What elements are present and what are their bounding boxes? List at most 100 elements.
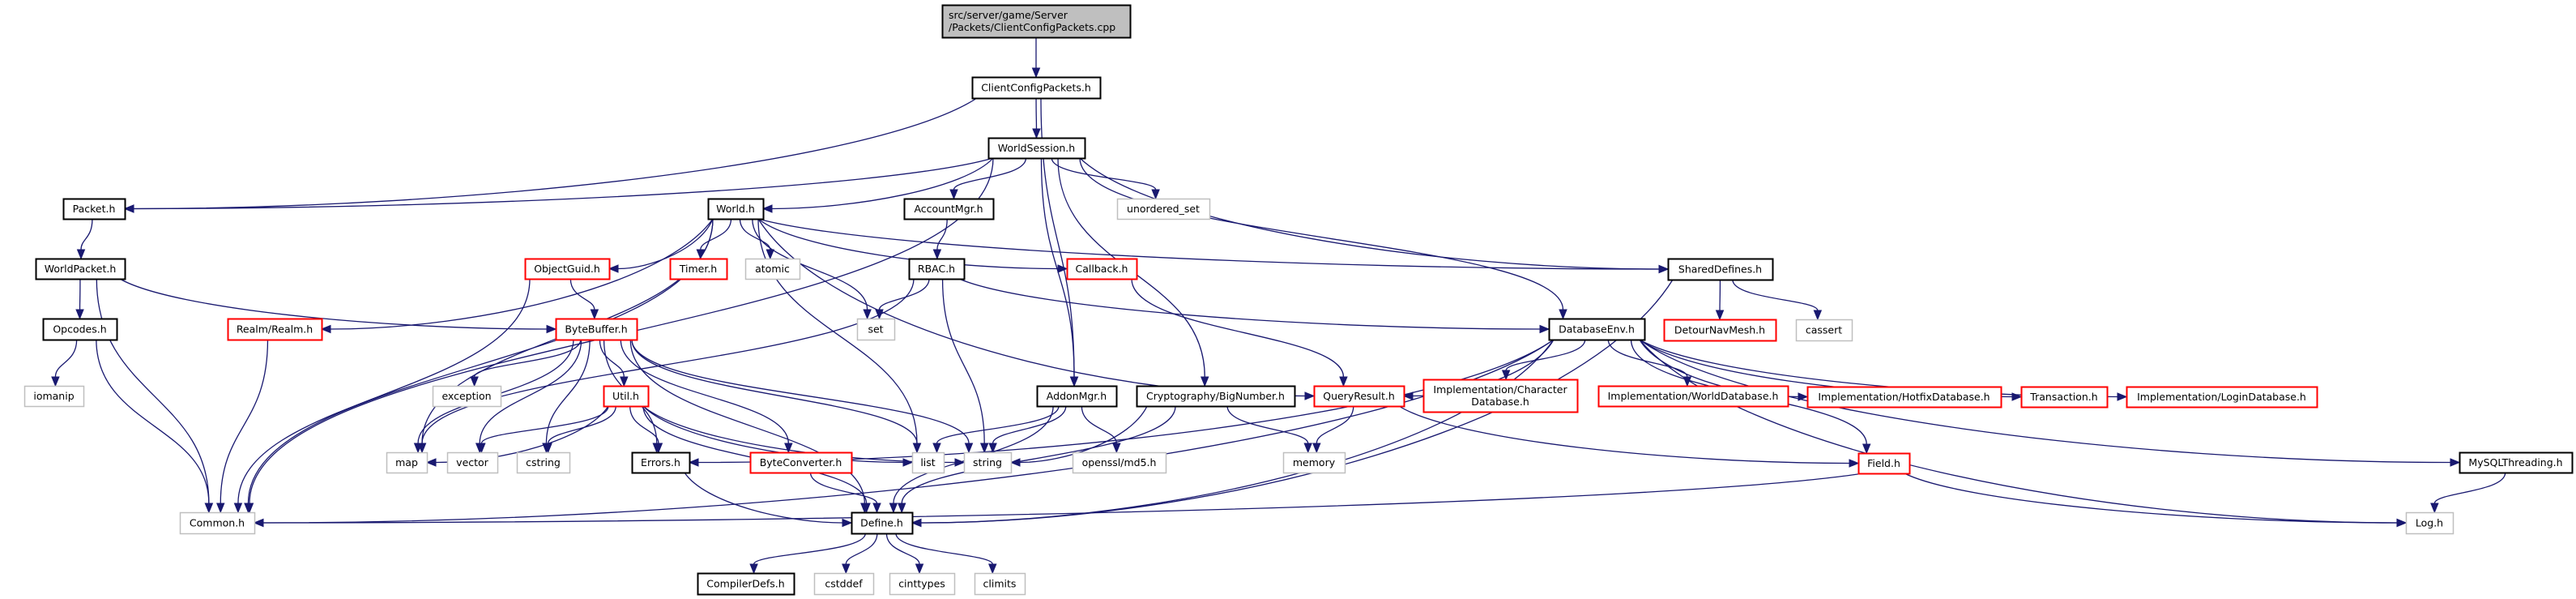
node-shareddefines[interactable]: SharedDefines.h	[1667, 258, 1774, 281]
node-vector: vector	[446, 451, 499, 474]
edge-worldpacket-to-bytebuffer	[119, 278, 557, 334]
node-box	[42, 318, 118, 341]
arrowhead-icon	[544, 443, 552, 454]
node-cstring: cstring	[516, 451, 571, 474]
node-box	[856, 318, 896, 341]
node-queryresult[interactable]: QueryResult.h	[1313, 385, 1405, 408]
arrowhead-icon	[842, 518, 853, 528]
edge-line	[620, 339, 789, 444]
node-box	[669, 258, 728, 280]
edge-byteconverter-to-define	[809, 472, 881, 514]
edge-root-to-ccp	[1031, 37, 1041, 79]
node-accountmgr[interactable]: AccountMgr.h	[903, 198, 995, 220]
node-bignumber[interactable]: Cryptography/BigNumber.h	[1136, 385, 1296, 408]
node-box	[2020, 386, 2109, 409]
edge-line	[936, 218, 948, 250]
node-errors[interactable]: Errors.h	[631, 451, 691, 474]
edge-addonmgr-to-list	[932, 405, 1060, 454]
node-climits: climits	[974, 572, 1026, 596]
node-addonmgr[interactable]: AddonMgr.h	[1036, 385, 1118, 408]
edge-bytebuffer-to-define	[629, 339, 869, 514]
arrowhead-icon	[915, 563, 924, 575]
node-packet[interactable]: Packet.h	[62, 198, 126, 220]
edge-bytebuffer-to-exception	[470, 339, 582, 387]
arrowhead-icon	[75, 309, 84, 320]
node-box	[749, 451, 853, 474]
node-label: WorldPacket.h	[45, 263, 117, 275]
node-label: Callback.h	[1076, 263, 1128, 275]
node-compilerdefs[interactable]: CompilerDefs.h	[697, 572, 795, 596]
edge-line	[895, 533, 993, 565]
arrowhead-icon	[1303, 443, 1312, 454]
edge-line	[753, 533, 866, 565]
edge-line	[421, 278, 915, 444]
node-box	[555, 318, 638, 341]
node-timer[interactable]: Timer.h	[669, 258, 728, 280]
node-list: list	[911, 451, 945, 474]
edge-line	[757, 218, 1306, 397]
arrowhead-icon	[964, 443, 974, 454]
node-box	[23, 385, 85, 408]
edge-world-to-timer	[696, 218, 732, 260]
edge-opcodes-to-iomanip	[51, 339, 78, 387]
node-label: climits	[983, 578, 1017, 590]
node-databaseenv[interactable]: DatabaseEnv.h	[1548, 318, 1646, 341]
node-root[interactable]: src/server/game/Server/Packets/ClientCon…	[941, 4, 1132, 39]
arrowhead-icon	[1559, 309, 1567, 320]
node-box	[974, 572, 1026, 596]
node-cstddef: cstddef	[813, 572, 875, 596]
node-byteconverter[interactable]: ByteConverter.h	[749, 451, 853, 474]
node-opcodes[interactable]: Opcodes.h	[42, 318, 118, 341]
edge-ccp-to-packet	[123, 97, 978, 213]
node-label: map	[395, 456, 418, 469]
node-util[interactable]: Util.h	[603, 385, 650, 408]
edge-errors-to-define	[684, 472, 853, 528]
edge-rbac-to-string	[941, 278, 989, 454]
node-ws[interactable]: WorldSession.h	[987, 137, 1086, 160]
edge-line	[1081, 405, 1117, 444]
node-hotfixdb[interactable]: Implementation/HotfixDatabase.h	[1806, 386, 2002, 409]
edge-line	[480, 405, 609, 444]
node-detour[interactable]: DetourNavMesh.h	[1663, 319, 1777, 342]
edge-line	[845, 533, 878, 565]
node-worldpacket[interactable]: WorldPacket.h	[35, 258, 126, 280]
edge-worldpacket-to-opcodes	[75, 278, 84, 320]
node-label: Define.h	[860, 517, 903, 529]
edge-line	[771, 157, 994, 210]
node-rbac[interactable]: RBAC.h	[908, 258, 966, 280]
arrowhead-icon	[949, 189, 958, 200]
node-bytebuffer[interactable]: ByteBuffer.h	[555, 318, 638, 341]
node-box	[2459, 451, 2574, 474]
arrowhead-icon	[912, 443, 922, 454]
arrowhead-icon	[654, 443, 663, 454]
arrowhead-icon	[889, 503, 898, 514]
node-logindb[interactable]: Implementation/LoginDatabase.h	[2126, 386, 2318, 409]
node-mysql[interactable]: MySQLThreading.h	[2459, 451, 2574, 474]
arrowhead-icon	[1057, 264, 1068, 273]
node-box	[1806, 386, 2002, 409]
node-box	[1036, 385, 1118, 408]
node-field[interactable]: Field.h	[1857, 452, 1911, 475]
edge-addonmgr-to-openssl	[1081, 405, 1121, 454]
node-transaction[interactable]: Transaction.h	[2020, 386, 2109, 409]
node-world[interactable]: World.h	[707, 198, 765, 220]
node-define[interactable]: Define.h	[851, 511, 914, 535]
arrowhead-icon	[1031, 67, 1041, 79]
node-box	[889, 572, 956, 596]
node-worlddb[interactable]: Implementation/WorldDatabase.h	[1597, 385, 1789, 408]
node-ccp[interactable]: ClientConfigPackets.h	[971, 76, 1102, 100]
node-realm[interactable]: Realm/Realm.h	[227, 318, 323, 341]
arrowhead-icon	[1813, 310, 1823, 321]
edge-define-to-compilerdefs	[749, 533, 866, 575]
node-box	[941, 4, 1132, 39]
edge-line	[941, 278, 985, 444]
node-label: cstddef	[825, 578, 863, 590]
node-objectguid[interactable]: ObjectGuid.h	[524, 258, 611, 280]
node-callback[interactable]: Callback.h	[1066, 258, 1138, 280]
arrowhead-icon	[51, 376, 60, 387]
edge-ccp-to-ws	[1032, 97, 1041, 139]
edge-ws-to-packet	[123, 157, 994, 213]
edge-line	[1904, 473, 2398, 524]
node-label: cassert	[1806, 324, 1842, 336]
